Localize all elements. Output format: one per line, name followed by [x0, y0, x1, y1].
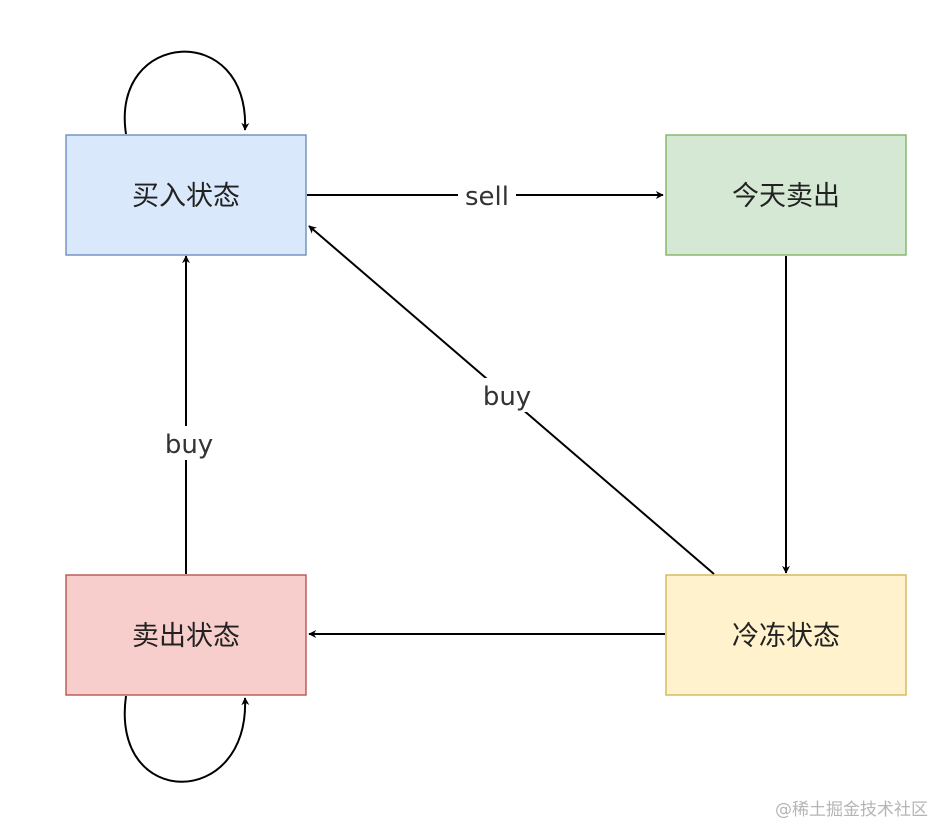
- state-buy: 买入状态: [65, 134, 307, 256]
- edge-label-buy-vertical: buy: [165, 430, 213, 460]
- edge-label-sell: sell: [465, 182, 509, 212]
- state-sold-today-label: 今天卖出: [732, 181, 840, 212]
- state-sold: 卖出状态: [65, 574, 307, 696]
- self-loop-sold: [123, 695, 250, 783]
- state-sold-today: 今天卖出: [665, 134, 907, 256]
- state-cooldown-label: 冷冻状态: [732, 621, 840, 652]
- edge-label-buy-diagonal: buy: [483, 382, 531, 412]
- self-loop-buy: [123, 50, 250, 135]
- state-cooldown: 冷冻状态: [665, 574, 907, 696]
- state-sold-label: 卖出状态: [132, 621, 240, 652]
- watermark: @稀土掘金技术社区: [775, 800, 928, 820]
- state-buy-label: 买入状态: [132, 181, 240, 212]
